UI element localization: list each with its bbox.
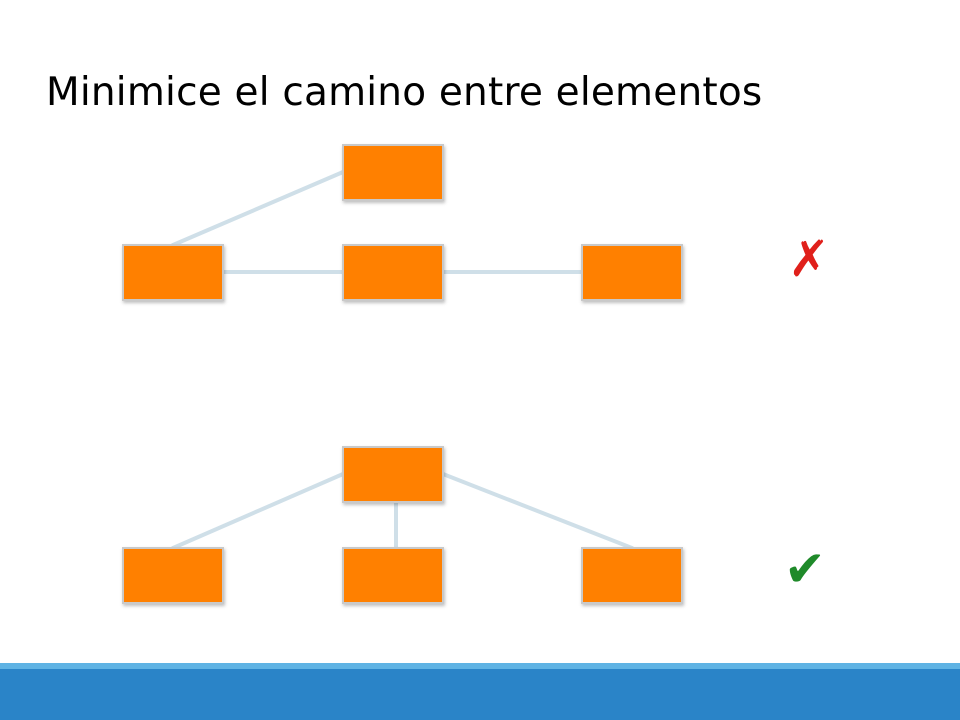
edge-bad-b-a bbox=[171, 170, 345, 247]
node-good-c bbox=[342, 547, 444, 604]
node-bad-b bbox=[122, 244, 224, 301]
node-good-d bbox=[581, 547, 683, 604]
slide-title: Minimice el camino entre elementos bbox=[46, 70, 763, 115]
node-bad-c bbox=[342, 244, 444, 301]
cross-mark-icon: ✗ bbox=[788, 230, 830, 288]
edge-good-a-b bbox=[171, 472, 345, 550]
edge-good-a-d bbox=[441, 472, 634, 550]
diagram-long-path bbox=[122, 144, 683, 301]
diagram-short-path bbox=[122, 446, 683, 604]
node-good-b bbox=[122, 547, 224, 604]
node-bad-a bbox=[342, 144, 444, 201]
footer-bar bbox=[0, 669, 960, 720]
footer-accent-strip bbox=[0, 663, 960, 669]
node-good-a bbox=[342, 446, 444, 503]
check-mark-icon: ✔ bbox=[784, 540, 826, 598]
node-bad-d bbox=[581, 244, 683, 301]
